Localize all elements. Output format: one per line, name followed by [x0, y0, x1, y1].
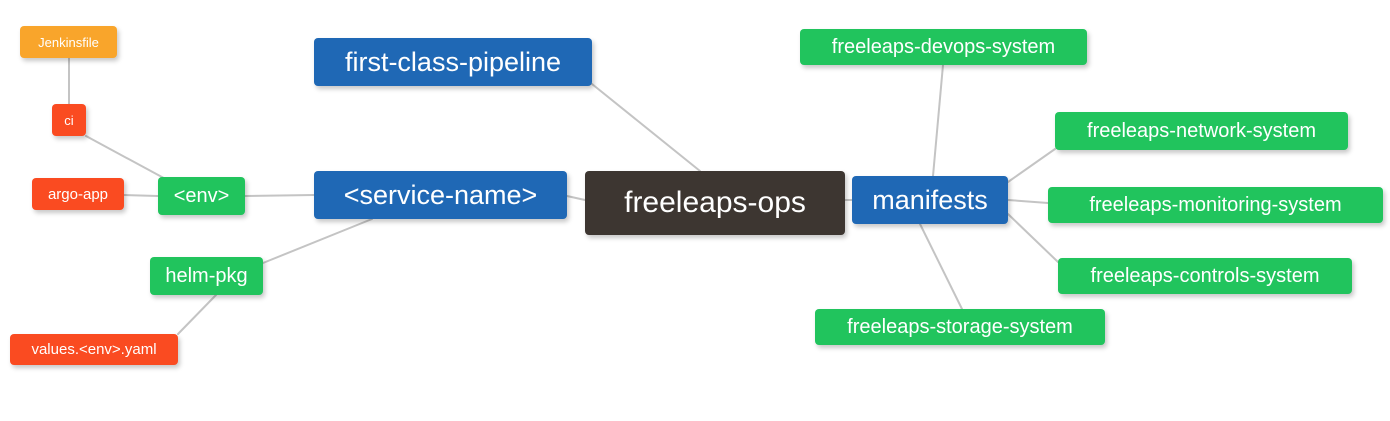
node-devops-system[interactable]: freeleaps-devops-system [800, 29, 1087, 65]
node-storage-system[interactable]: freeleaps-storage-system [815, 309, 1105, 345]
edge-servicename-ops [566, 195, 586, 201]
edge-env-servicename [244, 194, 315, 197]
node-controls-system[interactable]: freeleaps-controls-system [1058, 258, 1352, 294]
node-ci[interactable]: ci [52, 104, 86, 136]
node-helm-pkg[interactable]: helm-pkg [150, 257, 263, 295]
edge-argoapp-env [123, 194, 159, 197]
edge-manifests-monitoring [1007, 199, 1049, 204]
node-values-yaml[interactable]: values.<env>.yaml [10, 334, 178, 365]
edge-manifests-storage [919, 223, 963, 310]
node-manifests[interactable]: manifests [852, 176, 1008, 224]
edge-manifests-network [1007, 148, 1056, 183]
node-env[interactable]: <env> [158, 177, 245, 215]
edge-valuesyaml-helmpkg [177, 294, 217, 335]
edge-pipeline-ops [591, 83, 701, 172]
node-network-system[interactable]: freeleaps-network-system [1055, 112, 1348, 150]
node-monitoring-system[interactable]: freeleaps-monitoring-system [1048, 187, 1383, 223]
node-freeleaps-ops[interactable]: freeleaps-ops [585, 171, 845, 235]
node-argo-app[interactable]: argo-app [32, 178, 124, 210]
edge-helmpkg-servicename [262, 218, 373, 264]
node-jenkinsfile[interactable]: Jenkinsfile [20, 26, 117, 58]
edge-manifests-devops [932, 64, 944, 177]
node-service-name[interactable]: <service-name> [314, 171, 567, 219]
node-first-class-pipeline[interactable]: first-class-pipeline [314, 38, 592, 86]
